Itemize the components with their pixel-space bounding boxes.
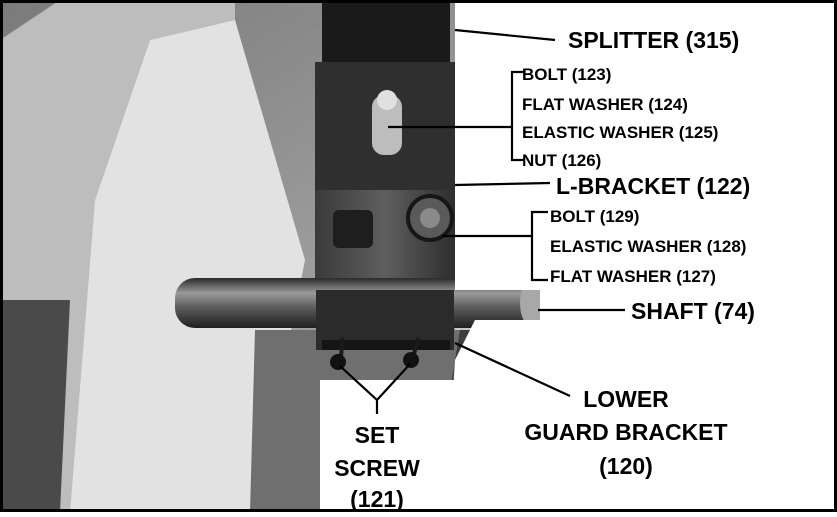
nut-126-label: NUT (126)	[522, 151, 601, 170]
flat-washer-124-label: FLAT WASHER (124)	[522, 95, 688, 114]
set-screw-left-leader	[339, 365, 378, 401]
splitter-leader	[454, 28, 556, 42]
flat-washer-127-label: FLAT WASHER (127)	[550, 267, 716, 286]
lower-guard-label-line3: (120)	[599, 453, 653, 479]
splitter-plate	[315, 0, 457, 202]
l-bracket-leader	[454, 181, 551, 187]
lower-guard-label-line2: GUARD BRACKET	[524, 419, 727, 445]
set-screw-right-leader	[376, 363, 411, 401]
set-screw-label-line1: SET	[355, 422, 400, 448]
bolt-129-part	[333, 194, 454, 248]
elastic-washer-128-label: ELASTIC WASHER (128)	[550, 237, 746, 256]
callout-labels: SPLITTER (315) BOLT (123) FLAT WASHER (1…	[334, 27, 755, 512]
elastic-washer-125-label: ELASTIC WASHER (125)	[522, 123, 718, 142]
set-screw-label-line2: SCREW	[334, 455, 420, 481]
lower-guard-leader	[454, 342, 571, 397]
bolt-129-label: BOLT (129)	[550, 207, 639, 226]
leader-lines	[339, 28, 625, 414]
set-screw-label-line3: (121)	[350, 486, 404, 512]
l-bracket-label: L-BRACKET (122)	[556, 173, 750, 199]
lower-guard-label-line1: LOWER	[583, 386, 669, 412]
lower-guard-bracket-part	[316, 290, 454, 350]
label-panels	[320, 0, 837, 512]
shaft-label: SHAFT (74)	[631, 298, 755, 324]
bracket-127-129-brace	[530, 210, 548, 282]
bracket-123-126-brace	[510, 70, 524, 162]
splitter-label: SPLITTER (315)	[568, 27, 739, 53]
bolt-123-label: BOLT (123)	[522, 65, 611, 84]
set-screw-parts	[330, 337, 420, 370]
